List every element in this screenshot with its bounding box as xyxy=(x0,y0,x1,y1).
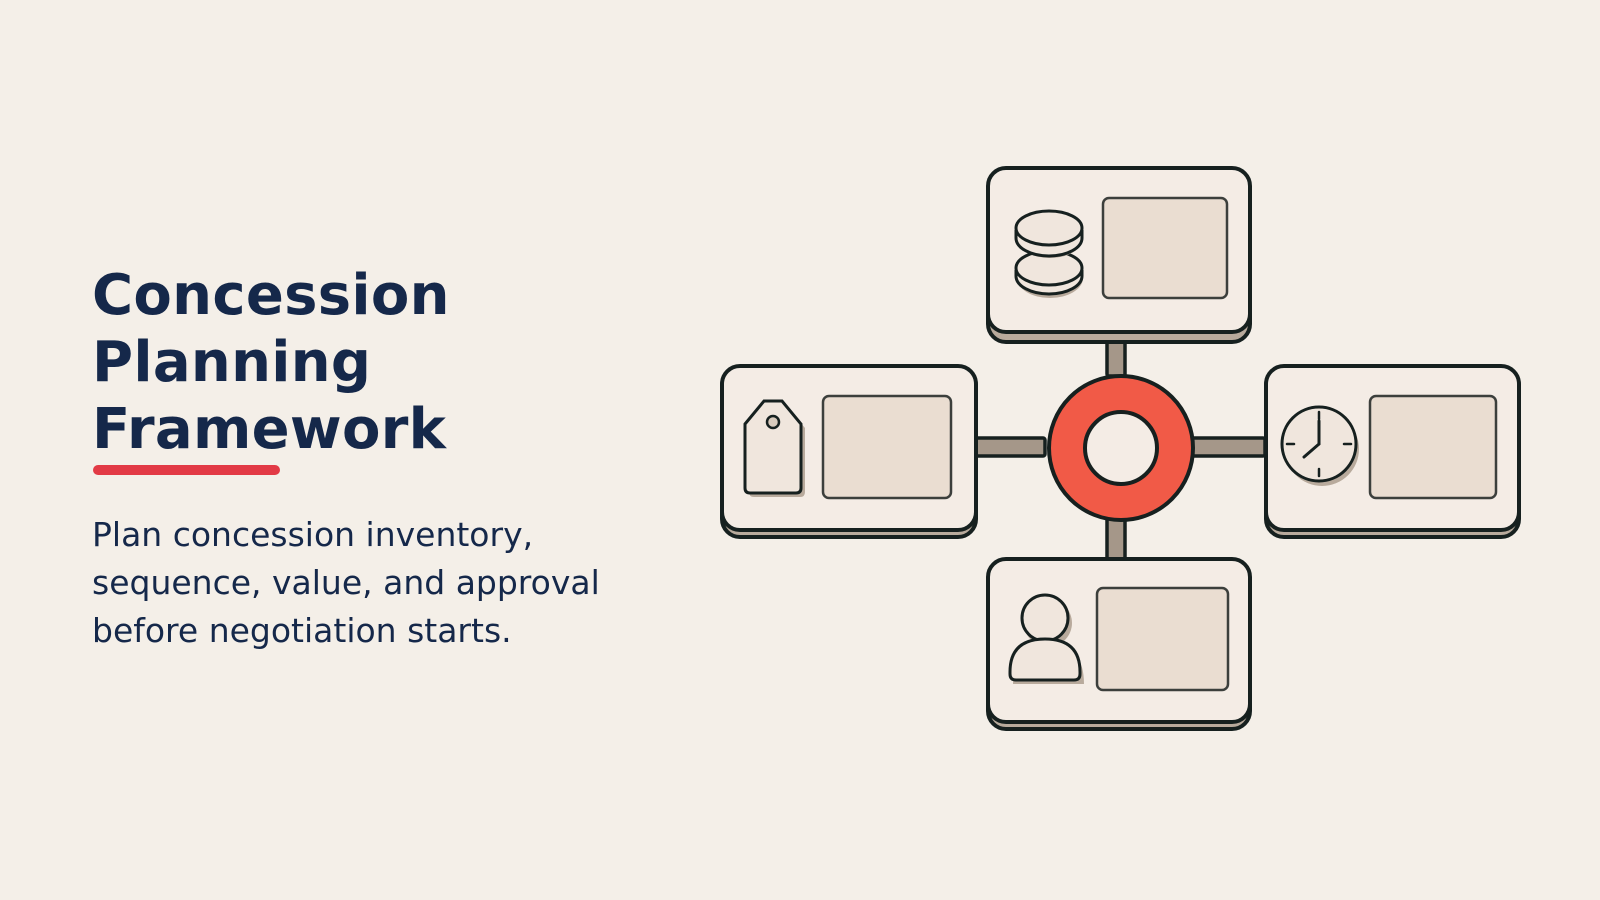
title-line-2: Planning xyxy=(92,330,372,395)
person-icon xyxy=(1008,593,1084,684)
card-top xyxy=(986,166,1252,344)
page-title: Concession Planning Framework xyxy=(92,262,652,463)
subtitle-line-2: sequence, value, and approval xyxy=(92,563,600,602)
card-right xyxy=(1264,364,1521,539)
connector-left xyxy=(971,436,1047,458)
clock-icon xyxy=(1280,405,1359,486)
hub-inner xyxy=(1083,410,1159,486)
connector-right xyxy=(1183,436,1267,458)
text-block: Concession Planning Framework Plan conce… xyxy=(92,262,652,688)
title-line-3: Framework xyxy=(92,397,447,462)
card-left-panel xyxy=(821,394,953,500)
card-right-panel xyxy=(1368,394,1498,500)
card-left xyxy=(720,364,978,539)
title-underline xyxy=(93,465,280,475)
subtitle-line-1: Plan concession inventory, xyxy=(92,515,534,554)
card-top-panel xyxy=(1101,196,1229,300)
price-tag-icon xyxy=(743,399,805,497)
card-bottom xyxy=(986,557,1252,731)
title-line-1: Concession xyxy=(92,263,450,328)
card-bottom-panel xyxy=(1095,586,1230,692)
subtitle: Plan concession inventory, sequence, val… xyxy=(92,511,632,655)
stacked-coins-icon xyxy=(1014,209,1084,298)
subtitle-line-3: before negotiation starts. xyxy=(92,611,512,650)
ring-icon xyxy=(1047,374,1195,522)
